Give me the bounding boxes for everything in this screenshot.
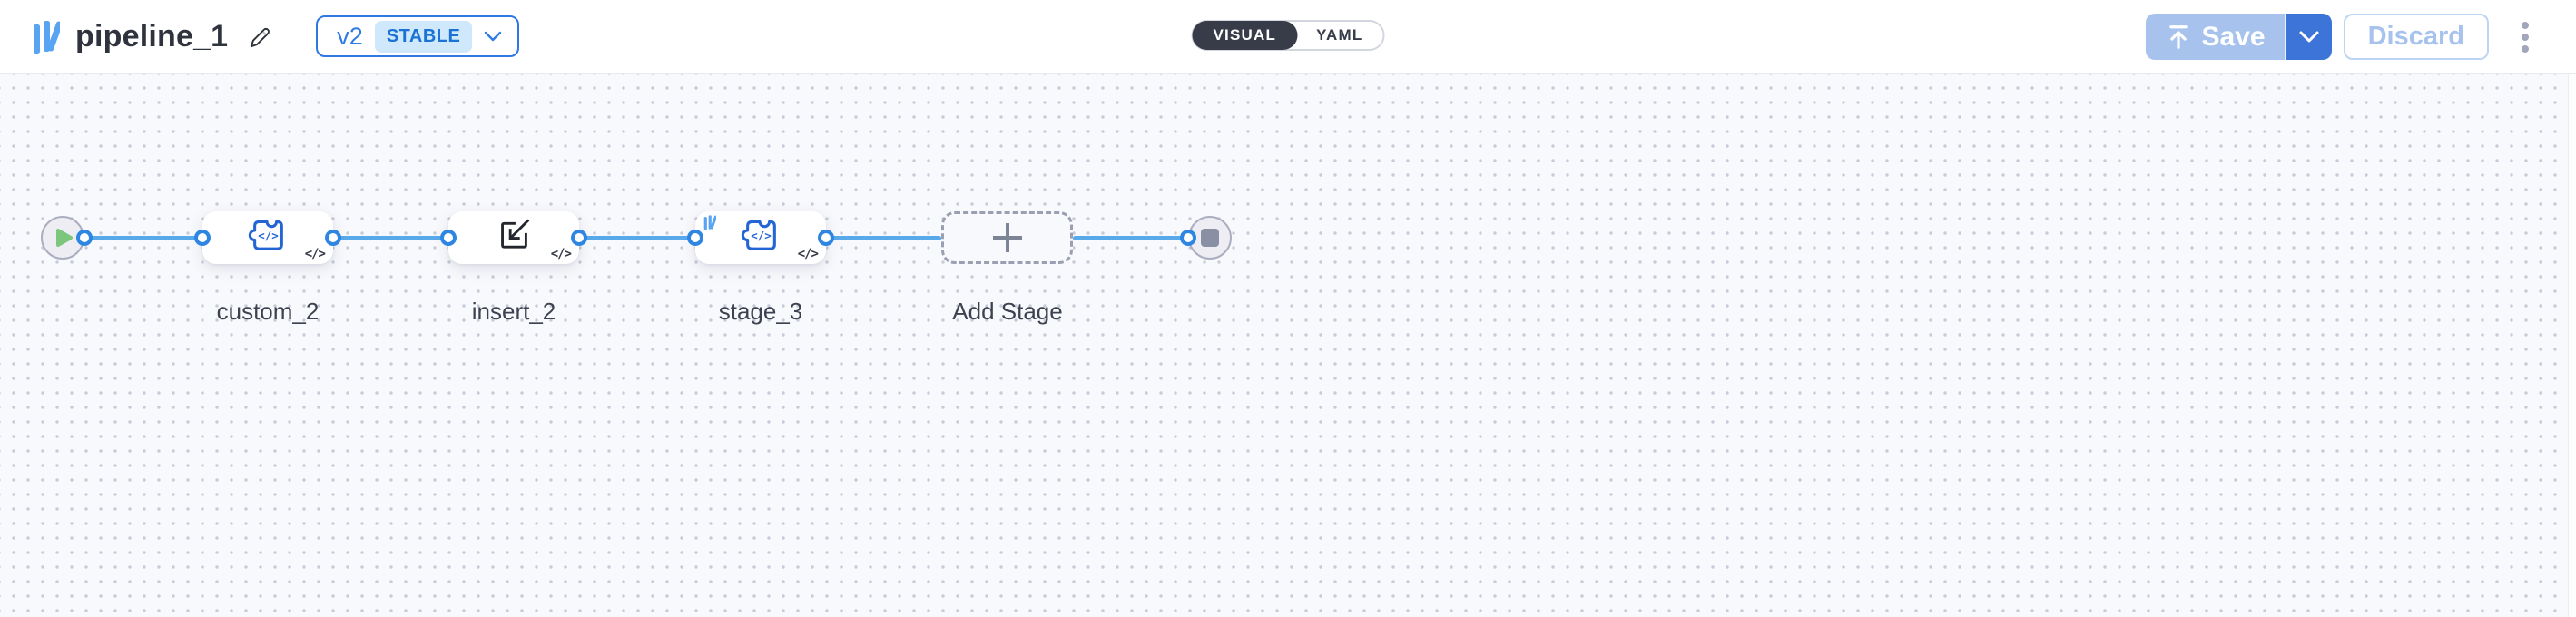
stage-label: custom_2 — [216, 298, 320, 325]
connector-line — [826, 236, 941, 240]
chevron-down-icon — [484, 31, 502, 42]
plus-icon — [991, 221, 1024, 254]
connector-line — [333, 236, 448, 240]
edit-title-button[interactable] — [245, 23, 273, 51]
discard-button-label: Discard — [2367, 22, 2464, 51]
stage-label: Add Stage — [952, 298, 1063, 325]
canvas-gutter — [2568, 74, 2576, 617]
more-options-button[interactable] — [2517, 17, 2533, 57]
header-actions: Save Discard — [2145, 14, 2533, 60]
save-split-button: Save — [2145, 14, 2332, 60]
status-badge: STABLE — [374, 20, 473, 53]
puzzle-code-icon: </> — [740, 214, 782, 256]
page-title: pipeline_1 — [75, 18, 229, 54]
puzzle-code-icon: </> — [247, 214, 289, 256]
connection-port[interactable] — [194, 230, 211, 246]
connection-port[interactable] — [571, 230, 587, 246]
connection-port[interactable] — [818, 230, 834, 246]
add-stage-button[interactable] — [941, 211, 1073, 264]
view-mode-toggle: VISUAL YAML — [1191, 19, 1385, 51]
code-badge: </> — [304, 247, 326, 261]
save-dropdown-button[interactable] — [2286, 14, 2332, 60]
top-bar: pipeline_1 v2 STABLE — [0, 0, 2576, 74]
library-logo-icon — [33, 18, 60, 54]
connector-line — [579, 236, 695, 240]
save-button-label: Save — [2201, 21, 2266, 52]
stage-node-insert_2[interactable]: </> — [448, 211, 579, 264]
chevron-down-icon — [2299, 31, 2319, 43]
svg-text:</>: </> — [258, 229, 278, 242]
connection-port[interactable] — [325, 230, 341, 246]
svg-text:</>: </> — [751, 229, 771, 242]
tab-yaml[interactable]: YAML — [1295, 21, 1383, 50]
pencil-icon — [245, 23, 273, 51]
code-badge: </> — [550, 247, 572, 261]
stage-label: stage_3 — [718, 298, 803, 325]
insert-arrow-icon — [493, 214, 535, 256]
code-badge: </> — [797, 247, 819, 261]
connection-port[interactable] — [1180, 230, 1196, 246]
stage-node-custom_2[interactable]: </> </> — [202, 211, 333, 264]
tab-yaml-label: YAML — [1316, 25, 1363, 44]
upload-arrow-icon — [2165, 24, 2192, 51]
tab-visual-label: VISUAL — [1213, 25, 1277, 44]
stage-node-stage_3[interactable]: </> </> — [695, 211, 826, 264]
connector-line — [84, 236, 202, 240]
version-selector[interactable]: v2 STABLE — [316, 15, 520, 57]
brand-group: pipeline_1 v2 STABLE — [33, 0, 520, 73]
connection-port[interactable] — [440, 230, 457, 246]
pipeline-canvas[interactable]: </> </> </> — [0, 74, 2576, 617]
kebab-menu-icon — [2521, 21, 2530, 54]
tab-visual[interactable]: VISUAL — [1192, 20, 1298, 50]
connection-port[interactable] — [76, 230, 93, 246]
connection-port[interactable] — [687, 230, 703, 246]
version-label: v2 — [337, 22, 363, 50]
save-button[interactable]: Save — [2145, 14, 2286, 60]
stage-label: insert_2 — [471, 298, 556, 325]
play-icon — [54, 227, 74, 249]
connector-line — [1073, 236, 1188, 240]
library-logo-icon — [703, 214, 716, 230]
discard-button[interactable]: Discard — [2343, 14, 2489, 60]
stop-icon — [1201, 229, 1219, 247]
